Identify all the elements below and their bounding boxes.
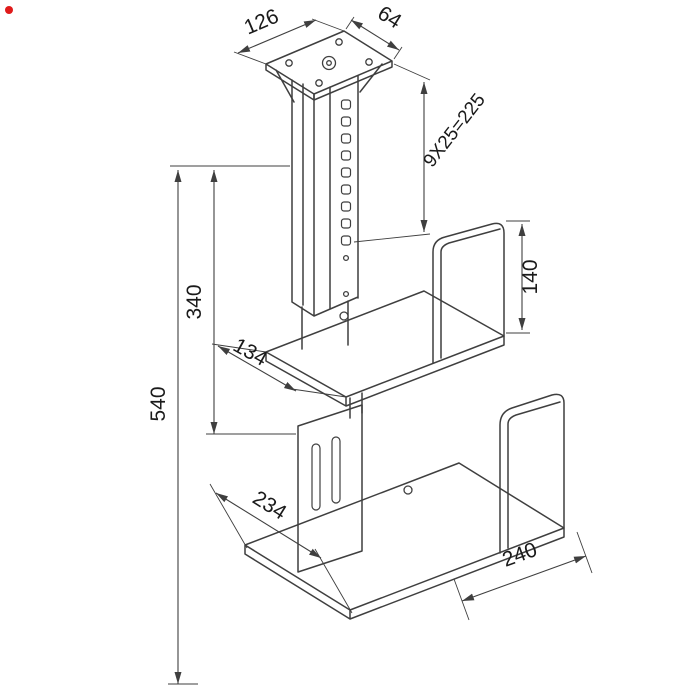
dimension-line xyxy=(237,19,317,54)
plate-outline xyxy=(265,30,393,103)
dimension-label: 64 xyxy=(373,2,405,34)
extension-lines xyxy=(233,18,345,65)
dimension-label: 340 xyxy=(183,284,206,319)
slot xyxy=(340,133,352,144)
dimension-overall-height: 540 xyxy=(147,165,290,685)
plate-slot xyxy=(331,436,341,504)
extension-lines xyxy=(506,220,530,334)
upper-side-panel xyxy=(432,222,505,364)
dimension-label: 134 xyxy=(229,334,271,371)
lower-side-panel xyxy=(499,393,565,554)
ceiling-mount-plate xyxy=(265,30,393,103)
bolt-hole xyxy=(342,290,350,298)
column-profile xyxy=(291,75,363,419)
mounting-hole xyxy=(315,79,323,87)
dimension-label: 240 xyxy=(499,538,540,572)
dimension-base-plate-width: 234 xyxy=(209,483,353,614)
slot xyxy=(340,167,352,178)
dimension-label: 126 xyxy=(241,5,282,40)
dimension-label: 140 xyxy=(519,259,542,294)
dimension-plate-length: 126 xyxy=(233,5,345,65)
slot xyxy=(340,116,352,127)
lower-back-plate xyxy=(297,404,363,573)
dimension-label: 540 xyxy=(147,386,170,421)
bolt-hole xyxy=(342,254,350,262)
dimension-label: 234 xyxy=(248,486,290,524)
dimension-upper-shelf-depth: 134 xyxy=(211,334,347,398)
slot xyxy=(340,184,352,195)
extension-lines xyxy=(353,63,431,243)
center-hole-inner xyxy=(326,60,332,66)
slot xyxy=(340,99,352,110)
dimension-column-travel: 340 xyxy=(183,170,296,435)
slot xyxy=(340,150,352,161)
extension-lines xyxy=(453,531,593,621)
mounting-hole xyxy=(285,59,293,67)
adjustment-slots xyxy=(340,99,352,246)
dimension-line xyxy=(217,345,297,392)
extension-lines xyxy=(168,165,290,685)
upper-cpu-bracket xyxy=(265,222,505,407)
slot xyxy=(340,235,352,246)
lower-cpu-bracket xyxy=(244,393,565,620)
dimension-line xyxy=(215,492,322,559)
dimension-base-shelf-depth: 240 xyxy=(453,531,593,621)
mounting-hole xyxy=(335,38,343,46)
dimension-slot-pattern: 9X25=225 xyxy=(353,63,490,243)
dimension-label: 9X25=225 xyxy=(420,90,490,172)
mounting-hole xyxy=(365,58,373,66)
adjustable-column xyxy=(291,75,363,419)
screw-hole xyxy=(339,311,349,321)
slot xyxy=(340,201,352,212)
extension-lines xyxy=(345,16,403,60)
dimension-upper-panel-height: 140 xyxy=(506,220,542,334)
dimension-line xyxy=(461,555,587,602)
screw-hole xyxy=(403,485,413,495)
red-corner-marker xyxy=(5,6,13,14)
plate-slot xyxy=(311,443,321,511)
slot xyxy=(340,218,352,229)
dimension-line xyxy=(350,19,400,51)
